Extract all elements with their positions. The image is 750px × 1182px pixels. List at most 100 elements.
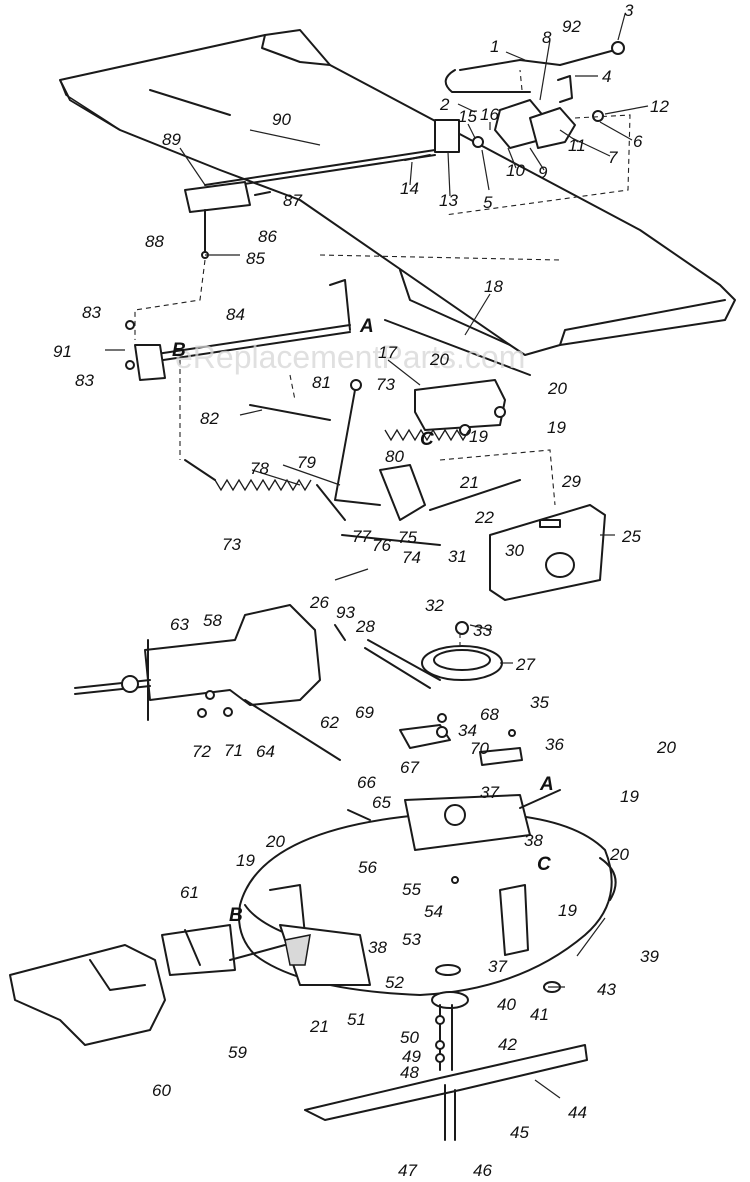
callout-21: 21: [459, 473, 479, 492]
callout-85: 85: [246, 249, 265, 268]
callout-30: 30: [505, 541, 524, 560]
callout-87: 87: [283, 191, 302, 210]
callout-61: 61: [180, 883, 199, 902]
callout-83: 83: [82, 303, 101, 322]
connection-letter-a: A: [359, 316, 374, 337]
discharge-chute: [9, 924, 371, 1046]
callout-53: 53: [402, 930, 421, 949]
connection-letter-a: A: [539, 774, 554, 795]
callout-32: 32: [425, 596, 444, 615]
callout-22: 22: [474, 508, 494, 527]
watermark: eReplacementParts.com: [175, 339, 525, 375]
callout-43: 43: [597, 980, 616, 999]
callout-70: 70: [470, 739, 489, 758]
callout-19: 19: [236, 851, 255, 870]
callout-59: 59: [228, 1043, 247, 1062]
callout-84: 84: [226, 305, 245, 324]
belt-guard: [439, 449, 606, 601]
callout-82: 82: [200, 409, 219, 428]
callout-50: 50: [400, 1028, 419, 1047]
callout-72: 72: [192, 742, 211, 761]
callout-26: 26: [309, 593, 329, 612]
callout-16: 16: [480, 105, 499, 124]
callout-38: 38: [524, 831, 543, 850]
callout-78: 78: [250, 459, 269, 478]
callout-20: 20: [429, 350, 449, 369]
blade-spindle: [304, 964, 588, 1141]
idler-bracket: [414, 379, 506, 436]
callout-93: 93: [336, 603, 355, 622]
callout-49: 49: [402, 1047, 421, 1066]
callout-9: 9: [538, 163, 548, 182]
transmission: [74, 604, 346, 761]
callout-92: 92: [562, 17, 581, 36]
callout-28: 28: [355, 617, 375, 636]
callout-90: 90: [272, 110, 291, 129]
callout-6: 6: [633, 132, 643, 151]
callout-25: 25: [621, 527, 641, 546]
connection-letter-b: B: [229, 905, 243, 926]
callout-4: 4: [602, 67, 611, 86]
callout-20: 20: [609, 845, 629, 864]
callout-19: 19: [620, 787, 639, 806]
callout-48: 48: [400, 1063, 419, 1082]
callout-76: 76: [372, 536, 391, 555]
callout-45: 45: [510, 1123, 529, 1142]
callout-74: 74: [402, 548, 421, 567]
callout-12: 12: [650, 97, 669, 116]
callout-19: 19: [558, 901, 577, 920]
callout-2: 2: [439, 95, 450, 114]
callout-41: 41: [530, 1005, 549, 1024]
callout-44: 44: [568, 1103, 587, 1122]
callout-29: 29: [561, 472, 581, 491]
callout-86: 86: [258, 227, 277, 246]
callout-91: 91: [53, 342, 72, 361]
callout-33: 33: [473, 621, 492, 640]
callout-31: 31: [448, 547, 467, 566]
callout-37: 37: [480, 783, 499, 802]
callout-20: 20: [547, 379, 567, 398]
connection-letter-c: C: [420, 429, 434, 450]
callout-18: 18: [484, 277, 503, 296]
callout-79: 79: [297, 453, 316, 472]
long-rod: [319, 254, 561, 376]
callout-47: 47: [398, 1161, 417, 1180]
callout-37: 37: [488, 957, 507, 976]
callout-19: 19: [469, 427, 488, 446]
callout-39: 39: [640, 947, 659, 966]
callout-13: 13: [439, 191, 458, 210]
callout-51: 51: [347, 1010, 366, 1029]
callout-3: 3: [624, 1, 634, 20]
callout-35: 35: [530, 693, 549, 712]
callout-20: 20: [265, 832, 285, 851]
callout-38: 38: [368, 938, 387, 957]
callout-14: 14: [400, 179, 419, 198]
callout-73: 73: [376, 375, 395, 394]
callout-20: 20: [656, 738, 676, 757]
callout-63: 63: [170, 615, 189, 634]
callout-80: 80: [385, 447, 404, 466]
mower-deck: [238, 789, 617, 996]
callout-27: 27: [515, 655, 535, 674]
callout-66: 66: [357, 773, 376, 792]
callout-labels: 1 2 3 4 5 6 7 8 9 10 11 12 13 14 15 16 1…: [53, 1, 676, 1180]
callout-56: 56: [358, 858, 377, 877]
connection-letter-b: B: [172, 340, 186, 361]
callout-58: 58: [203, 611, 222, 630]
callout-8: 8: [542, 28, 552, 47]
callout-89: 89: [162, 130, 181, 149]
callout-62: 62: [320, 713, 339, 732]
callout-52: 52: [385, 973, 404, 992]
callout-55: 55: [402, 880, 421, 899]
callout-75: 75: [398, 528, 417, 547]
callout-7: 7: [608, 148, 618, 167]
springs-and-levers: [179, 360, 521, 546]
footrest-plate: [59, 29, 736, 356]
callout-40: 40: [497, 995, 516, 1014]
callout-71: 71: [224, 741, 243, 760]
callout-34: 34: [458, 721, 477, 740]
callout-21: 21: [309, 1017, 329, 1036]
control-lever-assembly: [404, 41, 631, 216]
callout-83: 83: [75, 371, 94, 390]
